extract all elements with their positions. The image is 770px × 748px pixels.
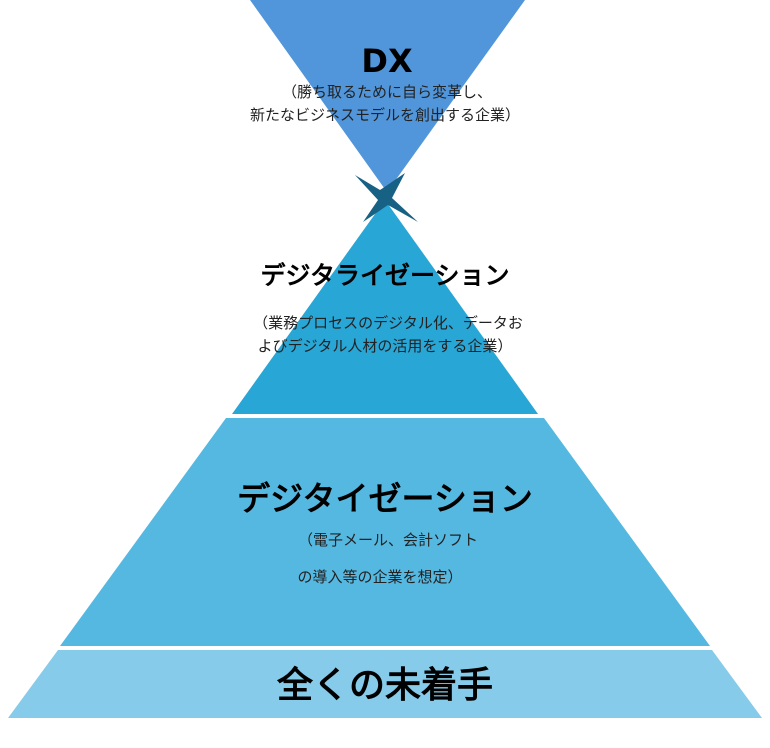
digitalization-title: デジタライゼーション (260, 261, 509, 290)
digitization-trapezoid (60, 418, 710, 646)
digitization-desc-line2: の導入等の企業を想定） (297, 568, 462, 586)
dx-desc-line2: 新たなビジネスモデルを創出する企業） (250, 106, 520, 124)
not-started-title: 全くの未着手 (276, 664, 493, 706)
dx-title: DX (361, 42, 413, 80)
digitization-desc-line1: （電子メール、会計ソフト (298, 531, 478, 549)
star-icon (355, 173, 418, 222)
digitalization-desc-line1: （業務プロセスのデジタル化、データお (253, 314, 523, 332)
digitalization-desc-line2: よびデジタル人材の活用をする企業） (258, 337, 513, 355)
dx-inverted-triangle (250, 0, 525, 192)
dx-desc-line1: （勝ち取るために自ら変革し、 (282, 83, 492, 101)
digitalization-triangle (232, 200, 538, 414)
not-started-band (8, 650, 762, 718)
digitization-title: デジタイゼーション (237, 479, 533, 518)
